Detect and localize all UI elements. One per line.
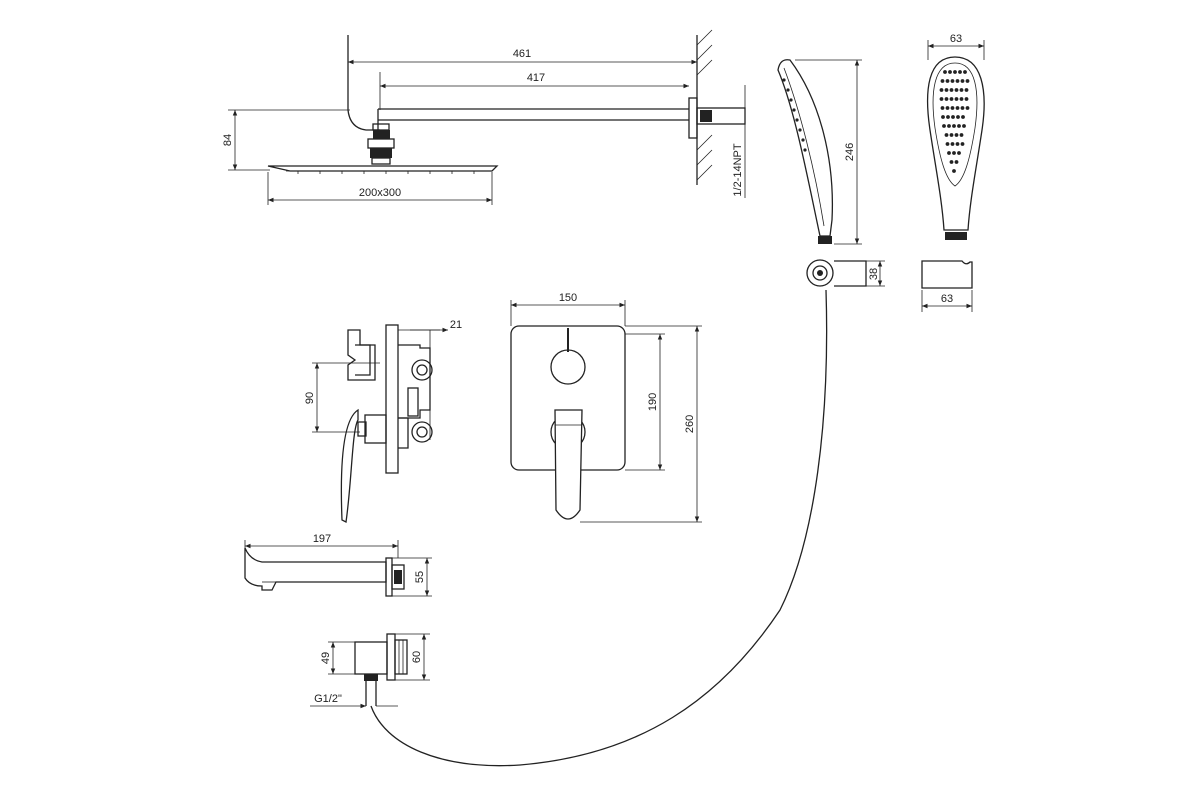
- spray-dot: [944, 97, 949, 101]
- mixer-front-plate: 150 190 260: [510, 292, 702, 523]
- dim-holder-width: 63: [941, 293, 953, 305]
- spray-dot: [949, 88, 954, 92]
- spray-dot: [964, 97, 969, 101]
- spray-dot: [944, 88, 949, 92]
- spray-dot: [949, 97, 954, 101]
- spray-dot: [952, 169, 956, 173]
- spray-dot: [960, 142, 965, 146]
- hand-shower-side: 246: [777, 59, 862, 245]
- wall-outlet: 49 60 G1/2": [310, 633, 430, 709]
- spray-dot: [949, 133, 954, 137]
- spray-dot: [955, 142, 960, 146]
- hand-shower-holder: 38 63: [806, 259, 973, 312]
- spray-dot: [950, 142, 955, 146]
- spray-dot: [954, 88, 959, 92]
- spray-dot: [945, 106, 950, 110]
- spray-dot: [957, 151, 961, 155]
- mixer-side-view: 21 90: [304, 319, 462, 523]
- spray-dot: [945, 142, 950, 146]
- dim-thread-npt: 1/2-14NPT: [732, 143, 744, 196]
- spray-dot: [951, 115, 955, 119]
- spray-dot: [946, 115, 950, 119]
- dim-mixer-spacing: 90: [304, 392, 316, 404]
- spray-dot: [950, 79, 955, 83]
- spray-dot: [960, 79, 965, 83]
- spray-dot: [948, 70, 952, 74]
- spray-dot: [940, 106, 945, 110]
- dim-mixer-depth: 21: [450, 319, 462, 331]
- spray-dots-side: [782, 78, 807, 152]
- spray-dot: [960, 106, 965, 110]
- spray-dot: [961, 115, 965, 119]
- spray-dot: [956, 115, 960, 119]
- spray-dot: [944, 133, 949, 137]
- spray-dot: [957, 124, 961, 128]
- dim-arm-length: 417: [527, 72, 545, 84]
- spray-dot: [965, 106, 970, 110]
- spray-dot: [964, 88, 969, 92]
- dim-plate-width: 150: [559, 292, 577, 304]
- dim-arm-total: 461: [513, 48, 531, 60]
- spray-dot: [954, 160, 959, 164]
- spray-dot: [952, 124, 956, 128]
- dim-total-height: 260: [684, 415, 696, 433]
- spray-dot: [955, 106, 960, 110]
- spray-dot: [950, 106, 955, 110]
- spray-dot: [959, 97, 964, 101]
- head-nozzles: [297, 171, 475, 174]
- spray-dot: [945, 79, 950, 83]
- dim-holder-height: 38: [868, 268, 880, 280]
- dim-outlet-height: 49: [320, 652, 332, 664]
- spray-dot: [941, 115, 945, 119]
- dim-outlet-plate: 60: [411, 651, 423, 663]
- spray-dot: [958, 70, 962, 74]
- dim-hand-width: 63: [950, 33, 962, 45]
- dim-hand-length: 246: [844, 143, 856, 161]
- wall-hatch: [696, 29, 713, 181]
- spray-dot: [947, 151, 951, 155]
- dim-outlet-thread: G1/2": [314, 693, 342, 705]
- spray-dot: [962, 124, 966, 128]
- dim-spout-height: 55: [414, 571, 426, 583]
- spray-dots-front: [939, 70, 970, 173]
- dim-plate-height: 190: [647, 393, 659, 411]
- spray-dot: [963, 70, 967, 74]
- spray-dot: [940, 79, 945, 83]
- hand-shower-front: 63: [926, 33, 985, 240]
- dim-spout-length: 197: [313, 533, 331, 545]
- bath-spout: 197 55: [244, 533, 432, 597]
- spray-dot: [949, 160, 954, 164]
- dim-head-size: 200x300: [359, 187, 401, 199]
- spray-dot: [954, 133, 959, 137]
- spray-dot: [939, 97, 944, 101]
- shower-hose: [370, 289, 828, 767]
- shower-head-assembly: 461 417 84 200x300 1/2-14NPT: [222, 29, 746, 205]
- spray-dot: [943, 70, 947, 74]
- spray-dot: [952, 151, 956, 155]
- spray-dot: [959, 88, 964, 92]
- spray-dot: [955, 79, 960, 83]
- dim-head-height: 84: [222, 134, 234, 146]
- spray-dot: [942, 124, 946, 128]
- spray-dot: [953, 70, 957, 74]
- spray-dot: [939, 88, 944, 92]
- spray-dot: [959, 133, 964, 137]
- spray-dot: [965, 79, 970, 83]
- spray-dot: [947, 124, 951, 128]
- spray-dot: [954, 97, 959, 101]
